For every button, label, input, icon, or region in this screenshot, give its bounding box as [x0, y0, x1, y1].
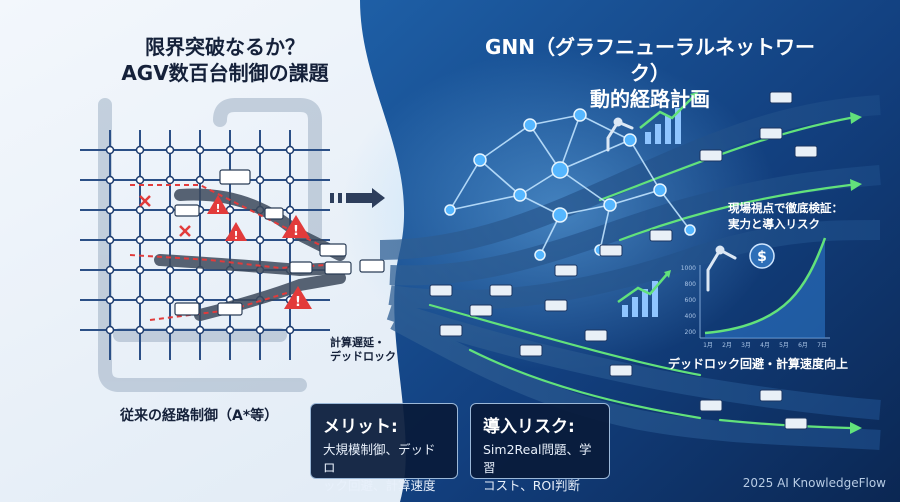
- risk-heading: 導入リスク:: [483, 417, 575, 437]
- merit-heading: メリット:: [323, 417, 398, 437]
- merit-box: メリット: 大規模制御、デッドロ ック回避、計算速度: [310, 403, 458, 493]
- delay-label: 計算遅延・ デッドロック: [330, 336, 396, 363]
- dollar-icon: $: [749, 243, 775, 269]
- svg-text:!: !: [293, 224, 299, 239]
- mini-chart: [699, 237, 830, 339]
- agv-icon: [429, 91, 818, 430]
- validation-label: 現場視点で徹底検証： 実力と導入リスク: [728, 201, 843, 231]
- mini-chart-y-tick: 1000: [681, 265, 696, 272]
- mini-chart-x-tick: 1月: [703, 342, 713, 349]
- arrow-heads: [850, 112, 862, 434]
- mini-chart-x-tick: 5月: [779, 342, 789, 349]
- left-title: 限界突破なるか？ AGV数百台制御の課題: [121, 35, 329, 85]
- mini-chart-y-ticks: 1000 800 600 400 200: [681, 265, 696, 336]
- mini-chart-x-tick: 3月: [741, 342, 751, 349]
- mini-chart-x-tick: 7日: [817, 342, 827, 349]
- risk-body: Sim2Real問題、学習 コスト、ROI判断: [483, 442, 592, 493]
- improvement-label: デッドロック回避・計算速度向上: [668, 357, 849, 371]
- bar-chart-icon: [617, 270, 671, 317]
- mini-chart-y-tick: 400: [685, 313, 697, 320]
- risk-box: 導入リスク: Sim2Real問題、学習 コスト、ROI判断: [470, 403, 610, 493]
- mini-chart-x-tick: 6月: [798, 342, 808, 349]
- robot-arm-icon: [606, 117, 737, 292]
- svg-text:!: !: [233, 229, 238, 242]
- flow-lanes: [379, 95, 881, 450]
- mini-chart-x-tick: 2月: [722, 342, 732, 349]
- svg-text:!: !: [215, 202, 220, 215]
- mini-chart-y-tick: 600: [685, 297, 697, 304]
- svg-text:$: $: [757, 249, 767, 265]
- mini-chart-y-tick: 200: [685, 329, 697, 336]
- conventional-label: 従来の経路制御（A*等）: [120, 408, 279, 424]
- mini-chart-x-ticks: 1月 2月 3月 4月 5月 6月 7日: [703, 342, 827, 349]
- agv-icon: [174, 169, 385, 316]
- collision-icon: [139, 195, 191, 237]
- transition-arrow: [330, 188, 385, 208]
- mini-chart-y-tick: 800: [685, 281, 697, 288]
- gnn-edges: [449, 114, 691, 256]
- svg-text:!: !: [295, 295, 301, 310]
- warning-icon: ! ! ! !: [207, 195, 312, 310]
- merit-body: 大規模制御、デッドロ ック回避、計算速度: [323, 442, 436, 493]
- mini-chart-x-tick: 4月: [760, 342, 770, 349]
- right-title: GNN（グラフニューラルネットワーク） 動的経路計画: [485, 35, 815, 111]
- bar-chart-icon: [639, 92, 698, 144]
- footer-credit: 2025 AI KnowledgeFlow: [742, 476, 886, 490]
